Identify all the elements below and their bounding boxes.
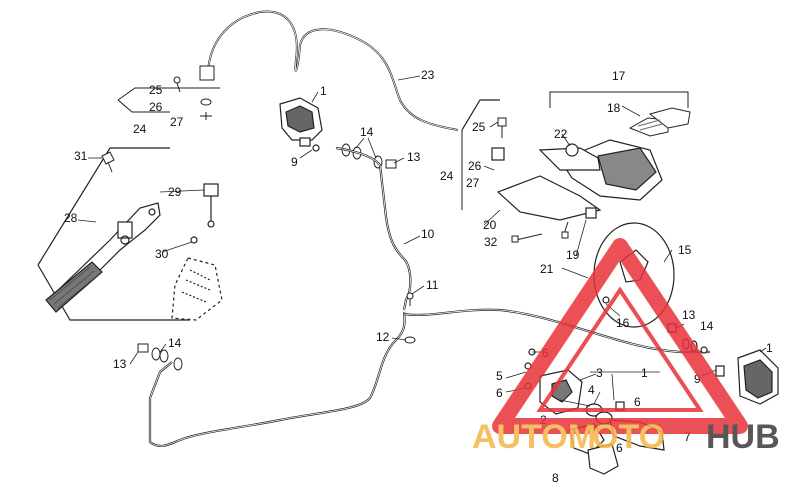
- callout-14-right: 14: [700, 319, 714, 333]
- callout-3: 3: [596, 366, 603, 380]
- watermark-logo: AUTOM OTO HUB: [472, 238, 780, 456]
- callout-16: 16: [616, 316, 630, 330]
- watermark-triangle-icon: [492, 238, 748, 434]
- callout-14-top: 14: [360, 125, 374, 139]
- callout-32: 32: [484, 235, 498, 249]
- callout-21: 21: [540, 262, 554, 276]
- brake-caliper-lower: [667, 323, 779, 405]
- watermark-text-mid: OTO: [592, 418, 665, 456]
- caliper-mount-assembly: [461, 99, 663, 221]
- callout-1-lower-right: 1: [766, 341, 773, 355]
- callout-6-b: 6: [496, 386, 503, 400]
- brake-pads: [549, 91, 691, 137]
- brake-line-lower: [148, 308, 710, 448]
- brake-line-10: [335, 146, 412, 311]
- callout-24-left: 24: [133, 122, 147, 136]
- callout-23: 23: [421, 68, 435, 82]
- callout-5: 5: [496, 369, 503, 383]
- callout-13-right: 13: [682, 308, 696, 322]
- callout-1-top: 1: [320, 84, 327, 98]
- callout-6-d: 6: [616, 441, 623, 455]
- callout-10: 10: [421, 227, 435, 241]
- brake-caliper-top: [279, 97, 323, 152]
- callout-15: 15: [678, 243, 692, 257]
- callout-25-center: 25: [472, 120, 486, 134]
- callout-13-top: 13: [407, 150, 421, 164]
- callout-31: 31: [74, 149, 88, 163]
- fittings-lower-left: [137, 343, 183, 371]
- hardware-group-24: [117, 76, 220, 120]
- bolts-11-12: [404, 292, 416, 344]
- bolts-center: [497, 117, 569, 243]
- callout-25-left: 25: [149, 83, 163, 97]
- callout-22: 22: [554, 127, 568, 141]
- lower-caliper-parts: [524, 348, 665, 475]
- callout-9-lower-right: 9: [694, 372, 701, 386]
- watermark-text-left: AUTOM: [472, 418, 596, 456]
- brake-cable-23: [199, 10, 459, 131]
- callout-14-lower-left: 14: [168, 336, 182, 350]
- callout-labels: 1 9 14 13 23 25 26 27 24 31 29 28 30 10 …: [64, 68, 773, 485]
- callout-26-left: 26: [149, 100, 163, 114]
- callout-29: 29: [168, 185, 182, 199]
- callout-7: 7: [684, 430, 691, 444]
- callout-17: 17: [612, 69, 626, 83]
- callout-12: 12: [376, 330, 390, 344]
- watermark-text-right: HUB: [706, 418, 780, 456]
- hand-brake-lever-assembly: [37, 147, 223, 321]
- callout-1-lower: 1: [641, 366, 648, 380]
- bolt-31: [101, 151, 115, 173]
- callout-24-center: 24: [440, 169, 454, 183]
- callout-19: 19: [566, 248, 580, 262]
- callout-9-top: 9: [291, 155, 298, 169]
- callout-6-c: 6: [634, 395, 641, 409]
- callout-8: 8: [552, 471, 559, 485]
- callout-4: 4: [588, 383, 595, 397]
- brake-switch: [190, 183, 219, 244]
- callout-11: 11: [426, 278, 439, 292]
- callout-27-left: 27: [170, 115, 184, 129]
- callout-27-center: 27: [466, 176, 480, 190]
- callout-28: 28: [64, 211, 78, 225]
- callout-13-lower-left: 13: [113, 357, 127, 371]
- callout-30: 30: [155, 247, 169, 261]
- callout-20: 20: [483, 218, 497, 232]
- callout-18: 18: [607, 101, 621, 115]
- callout-26-center: 26: [468, 159, 482, 173]
